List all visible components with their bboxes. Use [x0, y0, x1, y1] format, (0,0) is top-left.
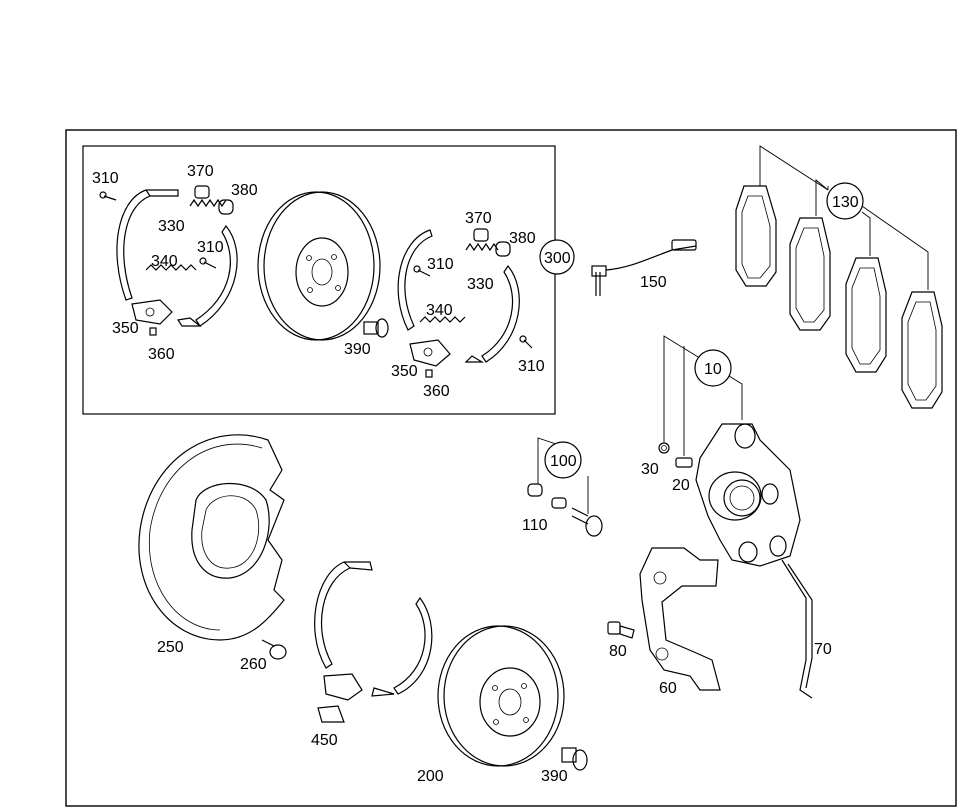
label-200: 200	[417, 768, 444, 785]
caliper-carrier-60	[639, 547, 721, 691]
dust-shield-250	[138, 434, 285, 641]
spring-cup-370b	[473, 228, 489, 242]
label-150: 150	[640, 274, 667, 291]
parking-brake-shoe-right-b	[464, 264, 520, 363]
spring-cup-370a	[194, 185, 210, 199]
label-390a: 390	[344, 341, 371, 358]
parking-brake-shoe-bottom-a	[314, 561, 373, 669]
bubble-300	[539, 239, 575, 275]
spring-330a	[189, 198, 227, 208]
label-250: 250	[157, 639, 184, 656]
label-30: 30	[641, 461, 659, 478]
parking-brake-shoe-right-a	[397, 229, 433, 331]
bubble-10	[694, 349, 732, 387]
label-300: 300	[544, 250, 571, 267]
parking-brake-shoe-bottom-b	[371, 596, 433, 697]
leaders-100	[537, 437, 589, 514]
adjuster-bottom	[323, 673, 363, 701]
label-450: 450	[311, 732, 338, 749]
label-390b: 390	[541, 768, 568, 785]
label-60: 60	[659, 680, 677, 697]
label-360a: 360	[148, 346, 175, 363]
seal-30	[658, 442, 670, 454]
guide-cap-110	[527, 483, 543, 497]
leaders-130	[759, 145, 929, 290]
label-360b: 360	[423, 383, 450, 400]
bolt-80	[607, 621, 635, 639]
label-310d: 310	[518, 358, 545, 375]
brake-disc-small	[257, 191, 381, 341]
label-100: 100	[550, 453, 577, 470]
wear-wire-70	[781, 559, 813, 699]
bubble-100	[544, 441, 582, 479]
spring-340b	[419, 316, 466, 323]
label-70: 70	[814, 641, 832, 658]
label-330a: 330	[158, 218, 185, 235]
label-310c: 310	[427, 256, 454, 273]
wear-sensor-150	[591, 239, 697, 296]
spring-330b	[465, 242, 499, 252]
bolt-260	[261, 639, 287, 660]
bolt-390b	[561, 747, 588, 771]
clip-360b	[425, 369, 433, 378]
label-110: 110	[522, 517, 548, 534]
label-310a: 310	[92, 170, 119, 187]
clip-360a	[149, 327, 157, 336]
label-80: 80	[609, 643, 627, 660]
guide-pin	[551, 497, 603, 537]
label-310b: 310	[197, 239, 224, 256]
hold-down-pin-310c	[413, 265, 431, 277]
parking-brake-shoe-left-b	[176, 224, 238, 327]
label-370b: 370	[465, 210, 492, 227]
caliper-10	[695, 423, 801, 567]
bolt-390a	[363, 318, 389, 338]
label-10: 10	[704, 361, 722, 378]
label-330b: 330	[467, 276, 494, 293]
label-380a: 380	[231, 182, 258, 199]
label-370a: 370	[187, 163, 214, 180]
bleeder-20	[675, 457, 693, 468]
hold-down-pin-310a	[99, 191, 117, 201]
bracket-450	[317, 705, 345, 723]
hold-down-pin-310b	[199, 257, 217, 269]
parking-brake-shoe-left-a	[116, 189, 179, 301]
adjuster-350b	[409, 339, 451, 367]
label-380b: 380	[509, 230, 536, 247]
parking-brake-kit-frame	[82, 145, 556, 415]
outer-frame	[65, 129, 957, 807]
adjuster-350a	[131, 299, 173, 325]
label-260: 260	[240, 656, 267, 673]
label-130: 130	[832, 194, 859, 211]
bubble-130	[826, 182, 864, 220]
washer-380b	[495, 241, 511, 257]
brake-pads-130	[735, 185, 943, 409]
label-340b: 340	[426, 302, 453, 319]
spring-340a	[145, 264, 197, 271]
brake-disc-200	[437, 625, 565, 767]
label-350b: 350	[391, 363, 418, 380]
label-20: 20	[672, 477, 690, 494]
label-340a: 340	[151, 253, 178, 270]
label-350a: 350	[112, 320, 139, 337]
washer-380a	[218, 199, 234, 215]
hold-down-pin-310d	[519, 335, 533, 349]
